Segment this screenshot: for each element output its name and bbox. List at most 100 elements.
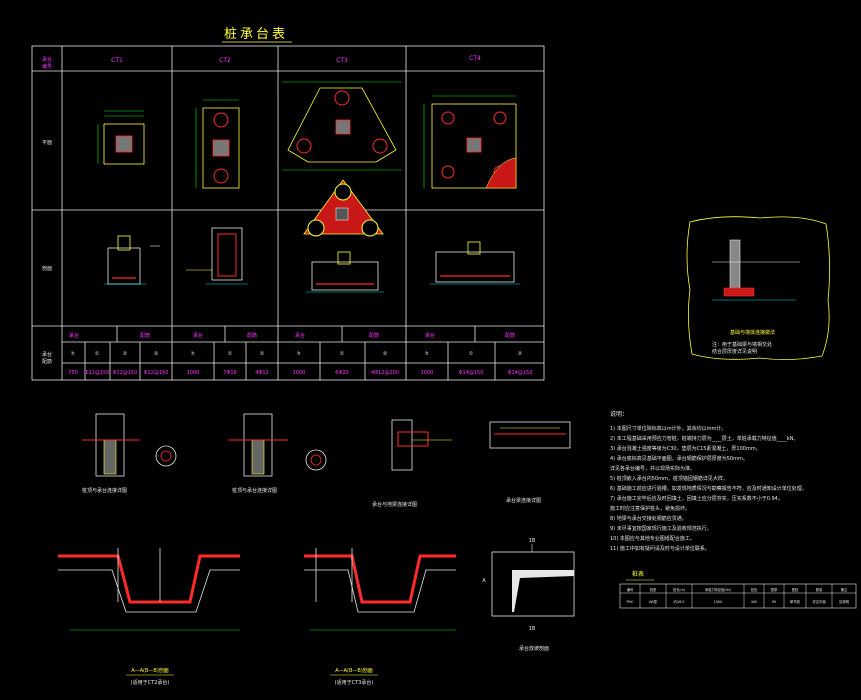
svg-text:750: 750 <box>68 370 78 376</box>
note-line: 10) 本图应与其他专业图纸配合施工。 <box>610 535 695 542</box>
slope-section-top: 1B <box>529 538 536 544</box>
column-header-ct1: CT1 <box>111 57 123 64</box>
note-line: 6) 基础施工前应进行验槽，如发现地质情况与勘察报告不符，应及时通知设计单位处理… <box>610 485 807 492</box>
note-line: 详见各承台编号，并以现场实际为准。 <box>610 465 695 472</box>
svg-text:Φ14@150: Φ14@150 <box>508 370 533 376</box>
ct4-plan <box>423 95 517 189</box>
slope-section-left: A <box>482 578 486 584</box>
section-aa-1: A—A(B—B)剖面 (适用于CT2承台) <box>58 548 240 686</box>
svg-text:Φ12@150: Φ12@150 <box>144 370 169 376</box>
detail-4: 承台梁连接详图 <box>489 421 571 504</box>
detail-4-caption: 承台梁连接详图 <box>506 497 541 504</box>
svg-text:①: ① <box>340 351 345 357</box>
pile-table-header-cell: 桩径 <box>751 587 758 592</box>
ct3-plan <box>282 81 402 237</box>
svg-text:h: h <box>71 351 74 357</box>
pile-cap-table <box>31 45 545 381</box>
detail-1-caption: 桩顶与承台连接详图 <box>82 487 127 494</box>
detail-3-caption: 承台与地梁连接详图 <box>372 501 417 508</box>
row-label-section: 剖面 <box>42 265 52 272</box>
pile-table-value-cell: 见说明 <box>839 599 850 604</box>
note-line: 11) 施工中如有疑问请及时与设计单位联系。 <box>610 545 710 552</box>
pile-table-header-cell: 桩长(m) <box>673 587 685 592</box>
note-line: 1) 本图尺寸单位除标高以m计外，其余均以mm计。 <box>610 425 726 432</box>
notes-heading: 说明： <box>610 410 628 418</box>
svg-text:h: h <box>191 351 194 357</box>
rebar-header-row: 承台 配筋 承台 配筋 承台 配筋 承台 配筋 <box>69 332 515 339</box>
svg-text:1000: 1000 <box>293 370 306 376</box>
pile-table-value-cell: 400 <box>751 600 757 604</box>
svg-text:①: ① <box>469 351 474 357</box>
note-line: 9) 未尽事宜按国家现行施工及验收规范执行。 <box>610 525 712 532</box>
note-line: 2) 本工程基础采用预应力管桩，桩端持力层为____层土，单桩承载力特征值___… <box>610 435 798 442</box>
pile-table-value-cell: 单节桩 <box>790 599 801 604</box>
column-header-ct4: CT4 <box>469 55 481 62</box>
pile-table-value-cell: AB型 <box>649 599 658 604</box>
svg-text:Φ12@150: Φ12@150 <box>85 370 110 376</box>
ct2-plan <box>195 99 240 189</box>
pile-table-header-cell: 数量 <box>816 587 823 592</box>
svg-text:4Φ12@200: 4Φ12@200 <box>371 370 399 376</box>
section-aa-1-title: A—A(B—B)剖面 <box>131 667 169 674</box>
svg-text:①: ① <box>228 351 233 357</box>
ct2-section <box>186 227 248 285</box>
row-label-rebar: 承台配筋 <box>42 351 52 365</box>
section-aa-2: A—A(B—B)剖面 (适用于CT3承台) <box>304 548 456 686</box>
detail-2: 桩顶与承台连接详图 <box>228 413 327 494</box>
detail-1: 桩顶与承台连接详图 <box>82 413 177 494</box>
svg-text:h: h <box>425 351 428 357</box>
detail-3: 承台与地梁连接详图 <box>372 419 452 508</box>
svg-text:配筋: 配筋 <box>505 332 515 339</box>
svg-text:承台: 承台 <box>193 332 203 339</box>
rebar-subheader-row: h ① ② ③ h ① ② h ① ② h ① ② <box>71 351 522 357</box>
svg-text:承台: 承台 <box>69 332 79 339</box>
svg-text:Φ14@150: Φ14@150 <box>459 370 484 376</box>
pile-table-header-cell: 壁厚 <box>771 587 778 592</box>
detail-box-caption: 基础与墙体连接做法 <box>730 329 775 336</box>
note-line: 施工时应注意保护桩头，避免损坏。 <box>610 505 690 512</box>
svg-text:4Φ12: 4Φ12 <box>255 370 268 376</box>
note-line: 7) 承台施工完毕后应及时回填土，回填土应分层夯实，压实系数不小于0.94。 <box>610 495 783 502</box>
ct1-plan <box>97 110 145 165</box>
wall-connection-detail: 基础与墙体连接做法 注：用于基础梁与墙相交处结合层厚度详见说明 <box>686 216 830 360</box>
svg-text:②: ② <box>260 351 265 357</box>
note-line: 4) 承台底标高见基础平面图，承台钢筋保护层厚度为50mm。 <box>610 455 748 462</box>
svg-text:②: ② <box>383 351 388 357</box>
slope-section-bottom: 1B <box>529 626 536 632</box>
rebar-value-row: 750 Φ12@150 Φ12@150 Φ12@150 1000 7Φ16 4Φ… <box>68 370 532 376</box>
note-line: 8) 地梁与承台交接处钢筋应贯通。 <box>610 515 687 522</box>
svg-text:1000: 1000 <box>187 370 200 376</box>
svg-text:②: ② <box>518 351 523 357</box>
svg-text:③: ③ <box>154 351 158 357</box>
slope-section: 1B 1B A 承台放坡剖面 <box>482 538 575 652</box>
drawing-title: 桩承台表 <box>224 27 288 42</box>
pile-table-header-cell: 配桩 <box>792 587 799 592</box>
pile-table-value-cell: 1500 <box>714 600 723 604</box>
svg-text:①: ① <box>95 351 100 357</box>
column-header-ct3: CT3 <box>336 57 348 64</box>
pile-table-value-cell: 95 <box>772 600 776 604</box>
slope-section-caption: 承台放坡剖面 <box>519 645 549 652</box>
ct4-section <box>430 241 520 285</box>
ct1-section <box>104 235 160 285</box>
detail-2-caption: 桩顶与承台连接详图 <box>232 487 277 494</box>
pile-table-value-cell: PHC <box>627 600 635 604</box>
svg-text:配筋: 配筋 <box>369 332 379 339</box>
table-corner-label: 承台编号 <box>42 56 52 70</box>
section-aa-1-sub: (适用于CT2承台) <box>131 679 170 686</box>
ct3-section <box>306 251 384 293</box>
svg-text:②: ② <box>123 351 128 357</box>
column-header-ct2: CT2 <box>219 57 231 64</box>
detail-box-note: 注：用于基础梁与墙相交处结合层厚度详见说明 <box>712 341 772 355</box>
svg-text:承台: 承台 <box>425 332 435 339</box>
svg-text:配筋: 配筋 <box>140 332 150 339</box>
svg-text:Φ12@150: Φ12@150 <box>113 370 138 376</box>
general-notes: 说明： 1) 本图尺寸单位除标高以m计外，其余均以mm计。 2) 本工程基础采用预… <box>610 410 807 552</box>
pile-table-header-cell: 备注 <box>841 587 848 592</box>
section-aa-2-sub: (适用于CT3承台) <box>335 679 374 686</box>
section-aa-2-title: A—A(B—B)剖面 <box>335 667 373 674</box>
row-label-plan: 平面 <box>42 140 52 146</box>
pile-table-header-cell: 编号 <box>627 587 633 592</box>
